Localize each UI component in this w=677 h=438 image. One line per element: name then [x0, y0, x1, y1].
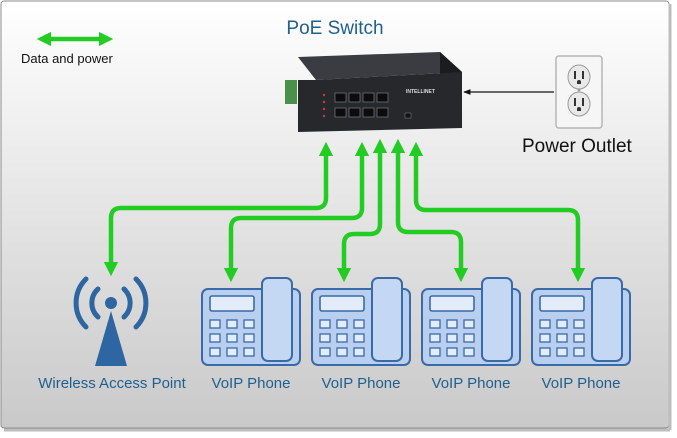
device-label-phone-3: VoIP Phone — [431, 375, 511, 392]
link-phone-2 — [336, 138, 388, 283]
device-label-access-point: Wireless Access Point — [38, 375, 186, 392]
device-label-phone-2: VoIP Phone — [321, 375, 401, 392]
wifi-antenna-icon — [73, 276, 149, 366]
voip-phone-icon — [531, 277, 631, 366]
reset-button — [404, 112, 412, 119]
device-label-phone-4: VoIP Phone — [541, 375, 621, 392]
switch-brand-label: INTELLINET — [406, 89, 435, 95]
voip-phone-icon — [201, 277, 301, 366]
power-outlet-label: Power Outlet — [522, 136, 632, 157]
switch-top-panel — [298, 52, 462, 80]
switch-mount-bracket — [285, 80, 297, 104]
legend-label: Data and power — [21, 51, 113, 66]
ethernet-ports — [334, 92, 389, 118]
voip-phone-icon — [311, 277, 411, 366]
status-leds — [322, 93, 326, 118]
switch-title: PoE Switch — [286, 18, 384, 39]
link-phone-4 — [408, 141, 586, 283]
voip-phone-icon — [421, 277, 521, 366]
poe-switch: INTELLINET — [285, 52, 462, 132]
power-outlet-icon — [555, 55, 603, 129]
device-label-phone-1: VoIP Phone — [211, 375, 291, 392]
